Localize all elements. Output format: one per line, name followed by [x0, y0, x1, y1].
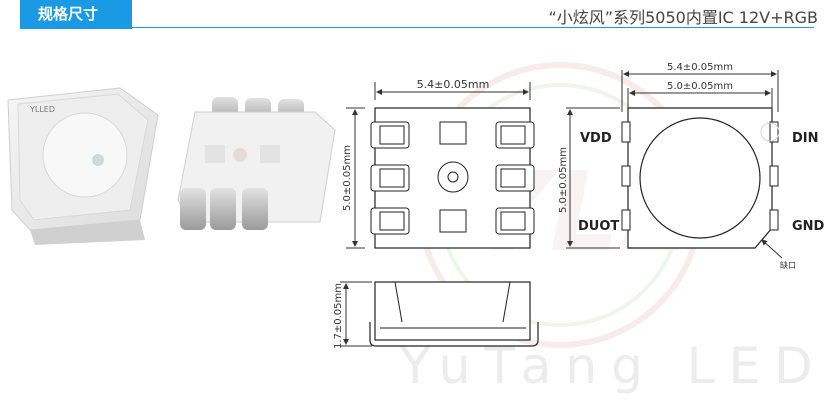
- dim-pin-height: 5.0±0.05mm: [558, 147, 569, 213]
- dim-top-height: 5.0±0.05mm: [342, 145, 353, 211]
- header-rule: [132, 27, 814, 28]
- section-tab: 规格尺寸: [20, 0, 132, 29]
- notch-label: 缺口: [780, 260, 796, 270]
- dim-top-width: 5.4±0.05mm: [417, 78, 490, 91]
- side-view-drawing: 1.7±0.05mm: [333, 281, 539, 349]
- pin-label-vdd: VDD: [580, 131, 612, 146]
- brand-watermark: YuTang LED: [400, 337, 827, 395]
- pin-view-drawing: 5.4±0.05mm 5.0±0.05mm 5.0±0.05mm VDD DIN…: [558, 62, 825, 270]
- dim-pin-inner-width: 5.0±0.05mm: [667, 81, 733, 92]
- pin-label-gnd: GND: [792, 219, 825, 234]
- top-view-drawing: 5.4±0.05mm 5.0±0.05mm: [342, 78, 535, 249]
- product-title: “小炫风”系列5050内置IC 12V+RGB: [548, 8, 818, 27]
- pin-label-duot: DUOT: [578, 219, 619, 234]
- chip-photo-top: YLLED: [7, 87, 159, 245]
- section-header: 规格尺寸 “小炫风”系列5050内置IC 12V+RGB: [0, 0, 830, 29]
- chip-marking: YLLED: [29, 105, 55, 114]
- chip-photo-bottom: [177, 97, 336, 230]
- dim-pin-outer-width: 5.4±0.05mm: [667, 62, 733, 73]
- pin-label-din: DIN: [792, 131, 819, 146]
- dim-side-height: 1.7±0.05mm: [333, 283, 344, 349]
